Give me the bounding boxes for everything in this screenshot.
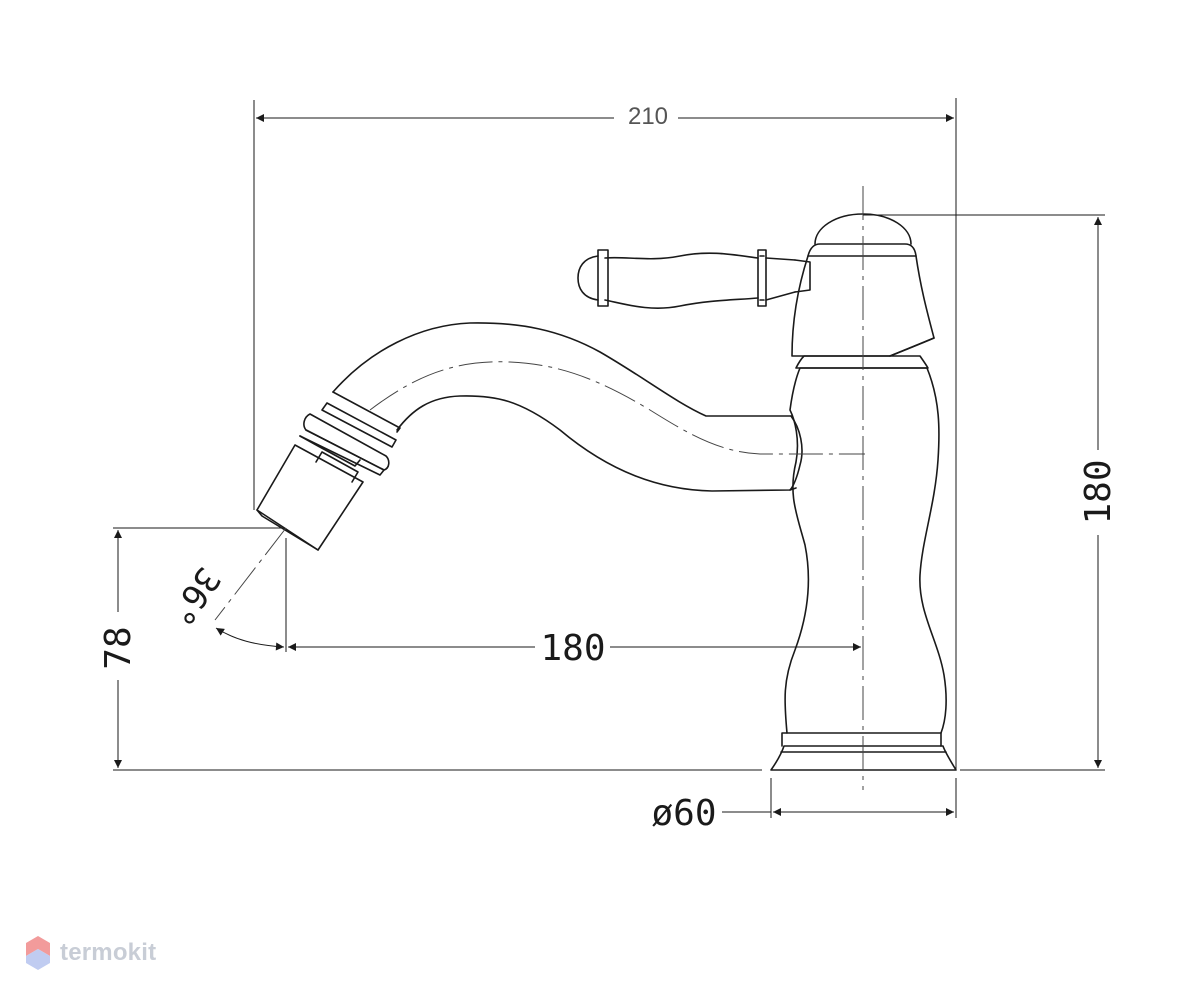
termokit-logo-icon [26, 936, 50, 970]
dim-outlet-height: 78 [98, 530, 139, 768]
dim-height: 180 [1078, 217, 1119, 768]
dim-label-overall-width: 210 [628, 103, 668, 130]
extension-lines [113, 98, 1105, 818]
center-lines [214, 186, 865, 790]
dim-overall-width: 210 [256, 103, 954, 130]
dim-label-base-diameter: ø60 [651, 793, 716, 834]
watermark-brand: termokit [60, 939, 157, 966]
dim-label-spout-reach: 180 [540, 628, 605, 669]
watermark: termokit [24, 934, 156, 972]
dim-label-outlet-height: 78 [98, 626, 139, 669]
dim-spout-reach: 180 [288, 628, 861, 669]
dim-label-height: 180 [1078, 459, 1119, 524]
faucet-outline [256, 213, 957, 771]
dim-spray-angle: 36° [160, 560, 285, 651]
dim-label-spray-angle: 36° [160, 560, 228, 633]
dim-base-diameter: ø60 [651, 793, 954, 834]
